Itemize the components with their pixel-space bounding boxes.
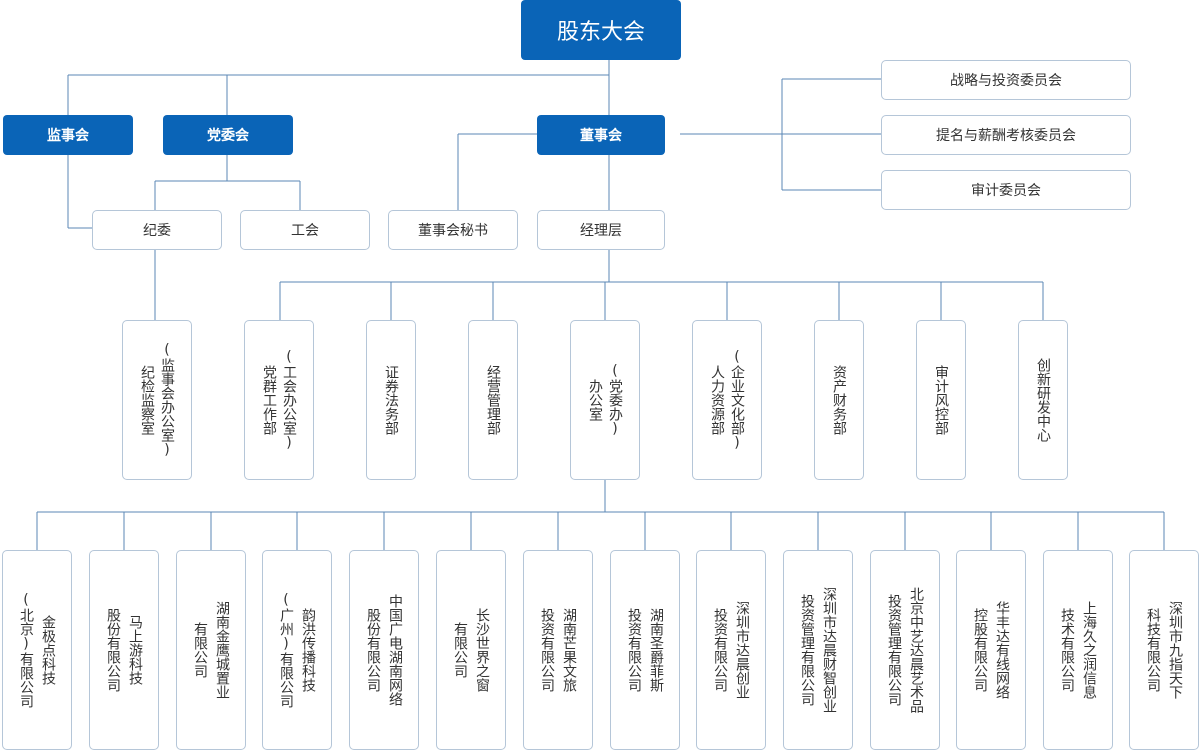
party-committee-node[interactable]: 党委会 — [163, 115, 293, 155]
management-node[interactable]: 经理层 — [537, 210, 665, 250]
department-node[interactable]: 经营管理部 — [468, 320, 518, 480]
department-node[interactable]: (工会办公室) 党群工作部 — [244, 320, 314, 480]
department-label: (党委办) 办公室 — [587, 363, 623, 437]
audit-committee-node[interactable]: 审计委员会 — [881, 170, 1131, 210]
department-label: (企业文化部) 人力资源部 — [709, 349, 745, 451]
subsidiary-label: 马上游科技 股份有限公司 — [105, 608, 143, 692]
subsidiary-node[interactable]: 金极点科技 (北京)有限公司 — [2, 550, 72, 750]
subsidiary-node[interactable]: 华丰达有线网络 控股有限公司 — [956, 550, 1026, 750]
department-node[interactable]: (党委办) 办公室 — [570, 320, 640, 480]
department-label: 审计风控部 — [933, 365, 949, 435]
department-label: 经营管理部 — [485, 365, 501, 435]
subsidiary-label: 长沙世界之窗 有限公司 — [452, 608, 490, 692]
board-of-directors-node[interactable]: 董事会 — [537, 115, 665, 155]
department-label: 资产财务部 — [831, 365, 847, 435]
subsidiary-node[interactable]: 深圳市九指天下 科技有限公司 — [1129, 550, 1199, 750]
subsidiary-label: 深圳市九指天下 科技有限公司 — [1145, 601, 1183, 699]
subsidiary-node[interactable]: 马上游科技 股份有限公司 — [89, 550, 159, 750]
subsidiary-node[interactable]: 长沙世界之窗 有限公司 — [436, 550, 506, 750]
subsidiary-node[interactable]: 中国广电湖南网络 股份有限公司 — [349, 550, 419, 750]
subsidiary-label: 中国广电湖南网络 股份有限公司 — [365, 594, 403, 706]
subsidiary-label: 金极点科技 (北京)有限公司 — [18, 592, 56, 708]
department-node[interactable]: 资产财务部 — [814, 320, 864, 480]
labor-union-node[interactable]: 工会 — [240, 210, 370, 250]
department-node[interactable]: 证券法务部 — [366, 320, 416, 480]
board-secretary-node[interactable]: 董事会秘书 — [388, 210, 518, 250]
subsidiary-label: 湖南金鹰城置业 有限公司 — [192, 601, 230, 699]
subsidiary-node[interactable]: 湖南芒果文旅 投资有限公司 — [523, 550, 593, 750]
subsidiary-node[interactable]: 湖南金鹰城置业 有限公司 — [176, 550, 246, 750]
subsidiary-label: 北京中艺达晨艺术品 投资管理有限公司 — [886, 587, 924, 713]
subsidiary-label: 深圳市达晨财智创业 投资管理有限公司 — [799, 587, 837, 713]
subsidiary-label: 上海久之润信息 技术有限公司 — [1059, 601, 1097, 699]
subsidiary-node[interactable]: 上海久之润信息 技术有限公司 — [1043, 550, 1113, 750]
department-label: (监事会办公室) 纪检监察室 — [139, 342, 175, 458]
subsidiary-node[interactable]: 深圳市达晨财智创业 投资管理有限公司 — [783, 550, 853, 750]
department-node[interactable]: 创新研发中心 — [1018, 320, 1068, 480]
department-node[interactable]: (企业文化部) 人力资源部 — [692, 320, 762, 480]
subsidiary-node[interactable]: 深圳市达晨创业 投资有限公司 — [696, 550, 766, 750]
department-node[interactable]: (监事会办公室) 纪检监察室 — [122, 320, 192, 480]
subsidiary-label: 湖南芒果文旅 投资有限公司 — [539, 608, 577, 692]
subsidiary-label: 深圳市达晨创业 投资有限公司 — [712, 601, 750, 699]
shareholders-meeting-node[interactable]: 股东大会 — [521, 0, 681, 60]
discipline-committee-node[interactable]: 纪委 — [92, 210, 222, 250]
strategy-investment-committee-node[interactable]: 战略与投资委员会 — [881, 60, 1131, 100]
department-label: 创新研发中心 — [1035, 358, 1051, 442]
supervisory-board-node[interactable]: 监事会 — [3, 115, 133, 155]
subsidiary-label: 华丰达有线网络 控股有限公司 — [972, 601, 1010, 699]
subsidiary-label: 湖南圣爵菲斯 投资有限公司 — [626, 608, 664, 692]
subsidiary-node[interactable]: 北京中艺达晨艺术品 投资管理有限公司 — [870, 550, 940, 750]
subsidiary-node[interactable]: 湖南圣爵菲斯 投资有限公司 — [610, 550, 680, 750]
subsidiary-label: 韵洪传播科技 (广州)有限公司 — [278, 592, 316, 708]
nomination-remuneration-committee-node[interactable]: 提名与薪酬考核委员会 — [881, 115, 1131, 155]
department-label: 证券法务部 — [383, 365, 399, 435]
department-node[interactable]: 审计风控部 — [916, 320, 966, 480]
department-label: (工会办公室) 党群工作部 — [261, 349, 297, 451]
subsidiary-node[interactable]: 韵洪传播科技 (广州)有限公司 — [262, 550, 332, 750]
